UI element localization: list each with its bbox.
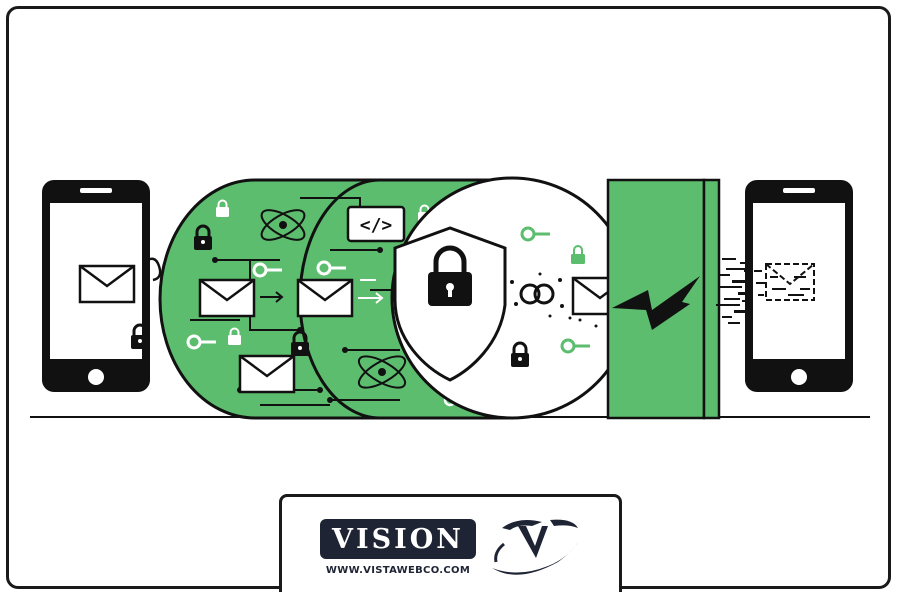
atom-icon	[260, 209, 306, 241]
scrambled-envelope-icon	[754, 263, 815, 301]
shield-icon	[393, 226, 507, 382]
scrambled-data	[716, 258, 750, 324]
vision-emblem-icon	[492, 519, 578, 575]
padlock-icon	[571, 245, 585, 264]
vision-logo: VISION	[320, 519, 476, 559]
lightning-icon	[612, 276, 700, 330]
code-tag: </>	[360, 215, 393, 236]
atom-icon	[357, 355, 407, 389]
right-smartphone-icon	[745, 180, 853, 392]
firewall	[606, 178, 721, 420]
brand-name: VISION	[332, 523, 464, 555]
envelope-icon	[78, 264, 136, 304]
envelope-icon	[296, 278, 354, 318]
envelope-icon	[238, 354, 296, 394]
brand-url: WWW.VISTAWEBCO.COM	[325, 565, 471, 576]
chain-link-icon	[519, 283, 555, 305]
envelope-icon	[198, 278, 256, 318]
left-smartphone-icon	[42, 180, 150, 392]
code-icon: </>	[346, 205, 406, 243]
